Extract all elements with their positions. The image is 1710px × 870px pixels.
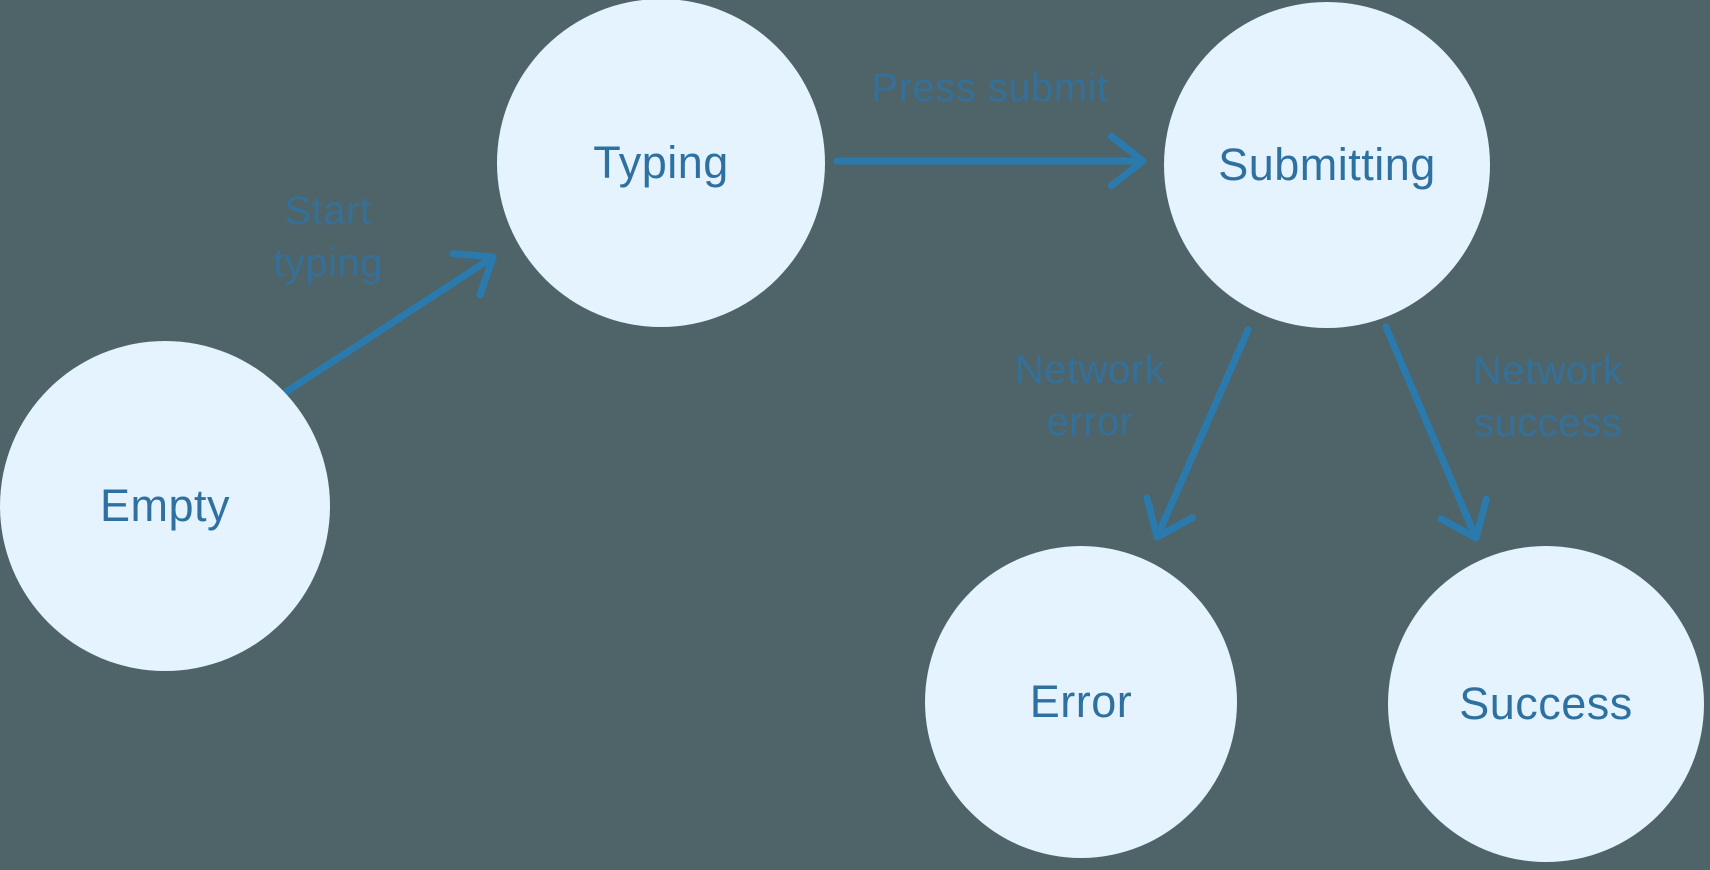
arrow-empty-to-typing	[282, 250, 497, 396]
edge-label-press-submit: Press submit	[871, 66, 1109, 110]
arrow-submitting-to-success	[1382, 323, 1490, 542]
node-error-label: Error	[1029, 676, 1133, 727]
node-success: Success	[1388, 546, 1704, 862]
node-typing: Typing	[497, 0, 825, 327]
arrow-submitting-to-error	[1143, 326, 1252, 541]
node-submitting: Submitting	[1164, 2, 1490, 328]
arrow-typing-to-submitting	[833, 132, 1147, 190]
edge-label-start-typing: Start typing	[273, 189, 383, 285]
node-typing-label: Typing	[593, 137, 729, 188]
node-error: Error	[925, 546, 1237, 858]
node-submitting-label: Submitting	[1218, 139, 1436, 190]
node-success-label: Success	[1459, 678, 1633, 729]
edge-label-network-error: Network error	[1014, 348, 1166, 444]
node-empty-label: Empty	[99, 480, 231, 531]
edge-label-network-success: Network success	[1472, 349, 1624, 445]
node-empty: Empty	[0, 341, 330, 671]
